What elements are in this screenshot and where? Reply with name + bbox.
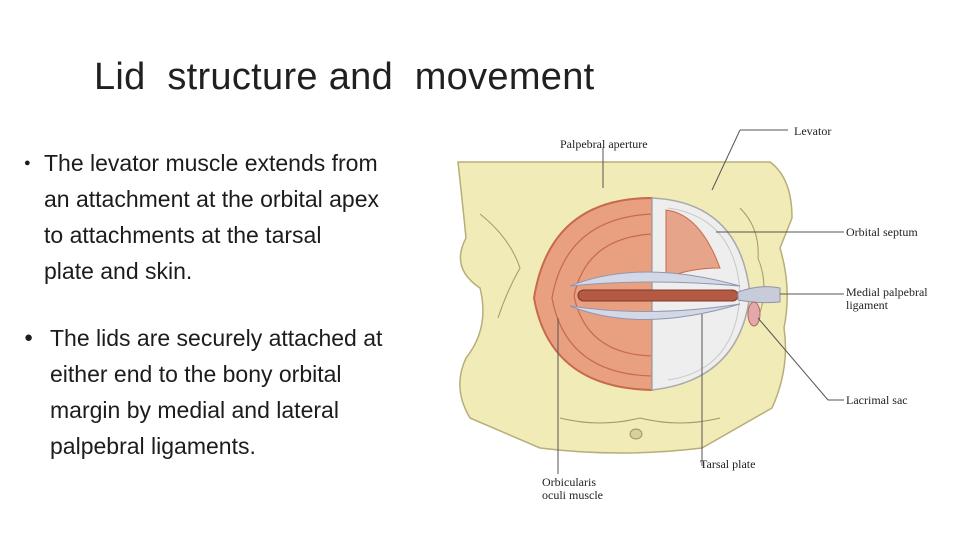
bullet-dot-icon: ●	[24, 157, 31, 169]
label-palpebral-aperture: Palpebral aperture	[560, 137, 648, 151]
bullet-line: an attachment at the orbital apex	[44, 186, 379, 212]
label-levator: Levator	[794, 124, 832, 138]
bullet-line: to attachments at the tarsal	[44, 222, 322, 248]
label-medial-palpebral-ligament: Medial palpebral ligament	[846, 285, 928, 312]
bullet-item-ligaments: ● The lids are securely attached at eith…	[24, 320, 444, 464]
eyelid-anatomy-figure: Palpebral aperture Levator Orbital septu…	[440, 118, 960, 518]
bullet-line: The lids are securely attached at	[50, 325, 383, 351]
eyelid-illustration	[457, 129, 844, 474]
palpebral-aperture-slit	[577, 289, 739, 302]
slide-title: Lid structure and movement	[94, 56, 595, 98]
tarsal-plate-lower	[569, 303, 741, 320]
bullet-line: margin by medial and lateral	[50, 397, 339, 423]
bullet-line: either end to the bony orbital	[50, 361, 342, 387]
bullet-dot-icon: ●	[24, 329, 34, 346]
bullet-item-levator: ● The levator muscle extends from an att…	[24, 145, 444, 289]
bullet-line: plate and skin.	[44, 258, 193, 284]
label-lacrimal-sac: Lacrimal sac	[846, 393, 908, 407]
label-tarsal-plate: Tarsal plate	[700, 457, 756, 471]
bullet-line: palpebral ligaments.	[50, 433, 256, 459]
tarsal-plate-upper	[569, 271, 741, 287]
label-orbital-septum: Orbital septum	[846, 225, 918, 239]
bullet-list: ● The levator muscle extends from an att…	[24, 145, 444, 464]
label-orbicularis-oculi-muscle: Orbicularis oculi muscle	[542, 475, 603, 502]
medial-ligament	[737, 286, 781, 304]
lacrimal-sac	[747, 301, 761, 327]
bullet-line: The levator muscle extends from	[44, 150, 378, 176]
